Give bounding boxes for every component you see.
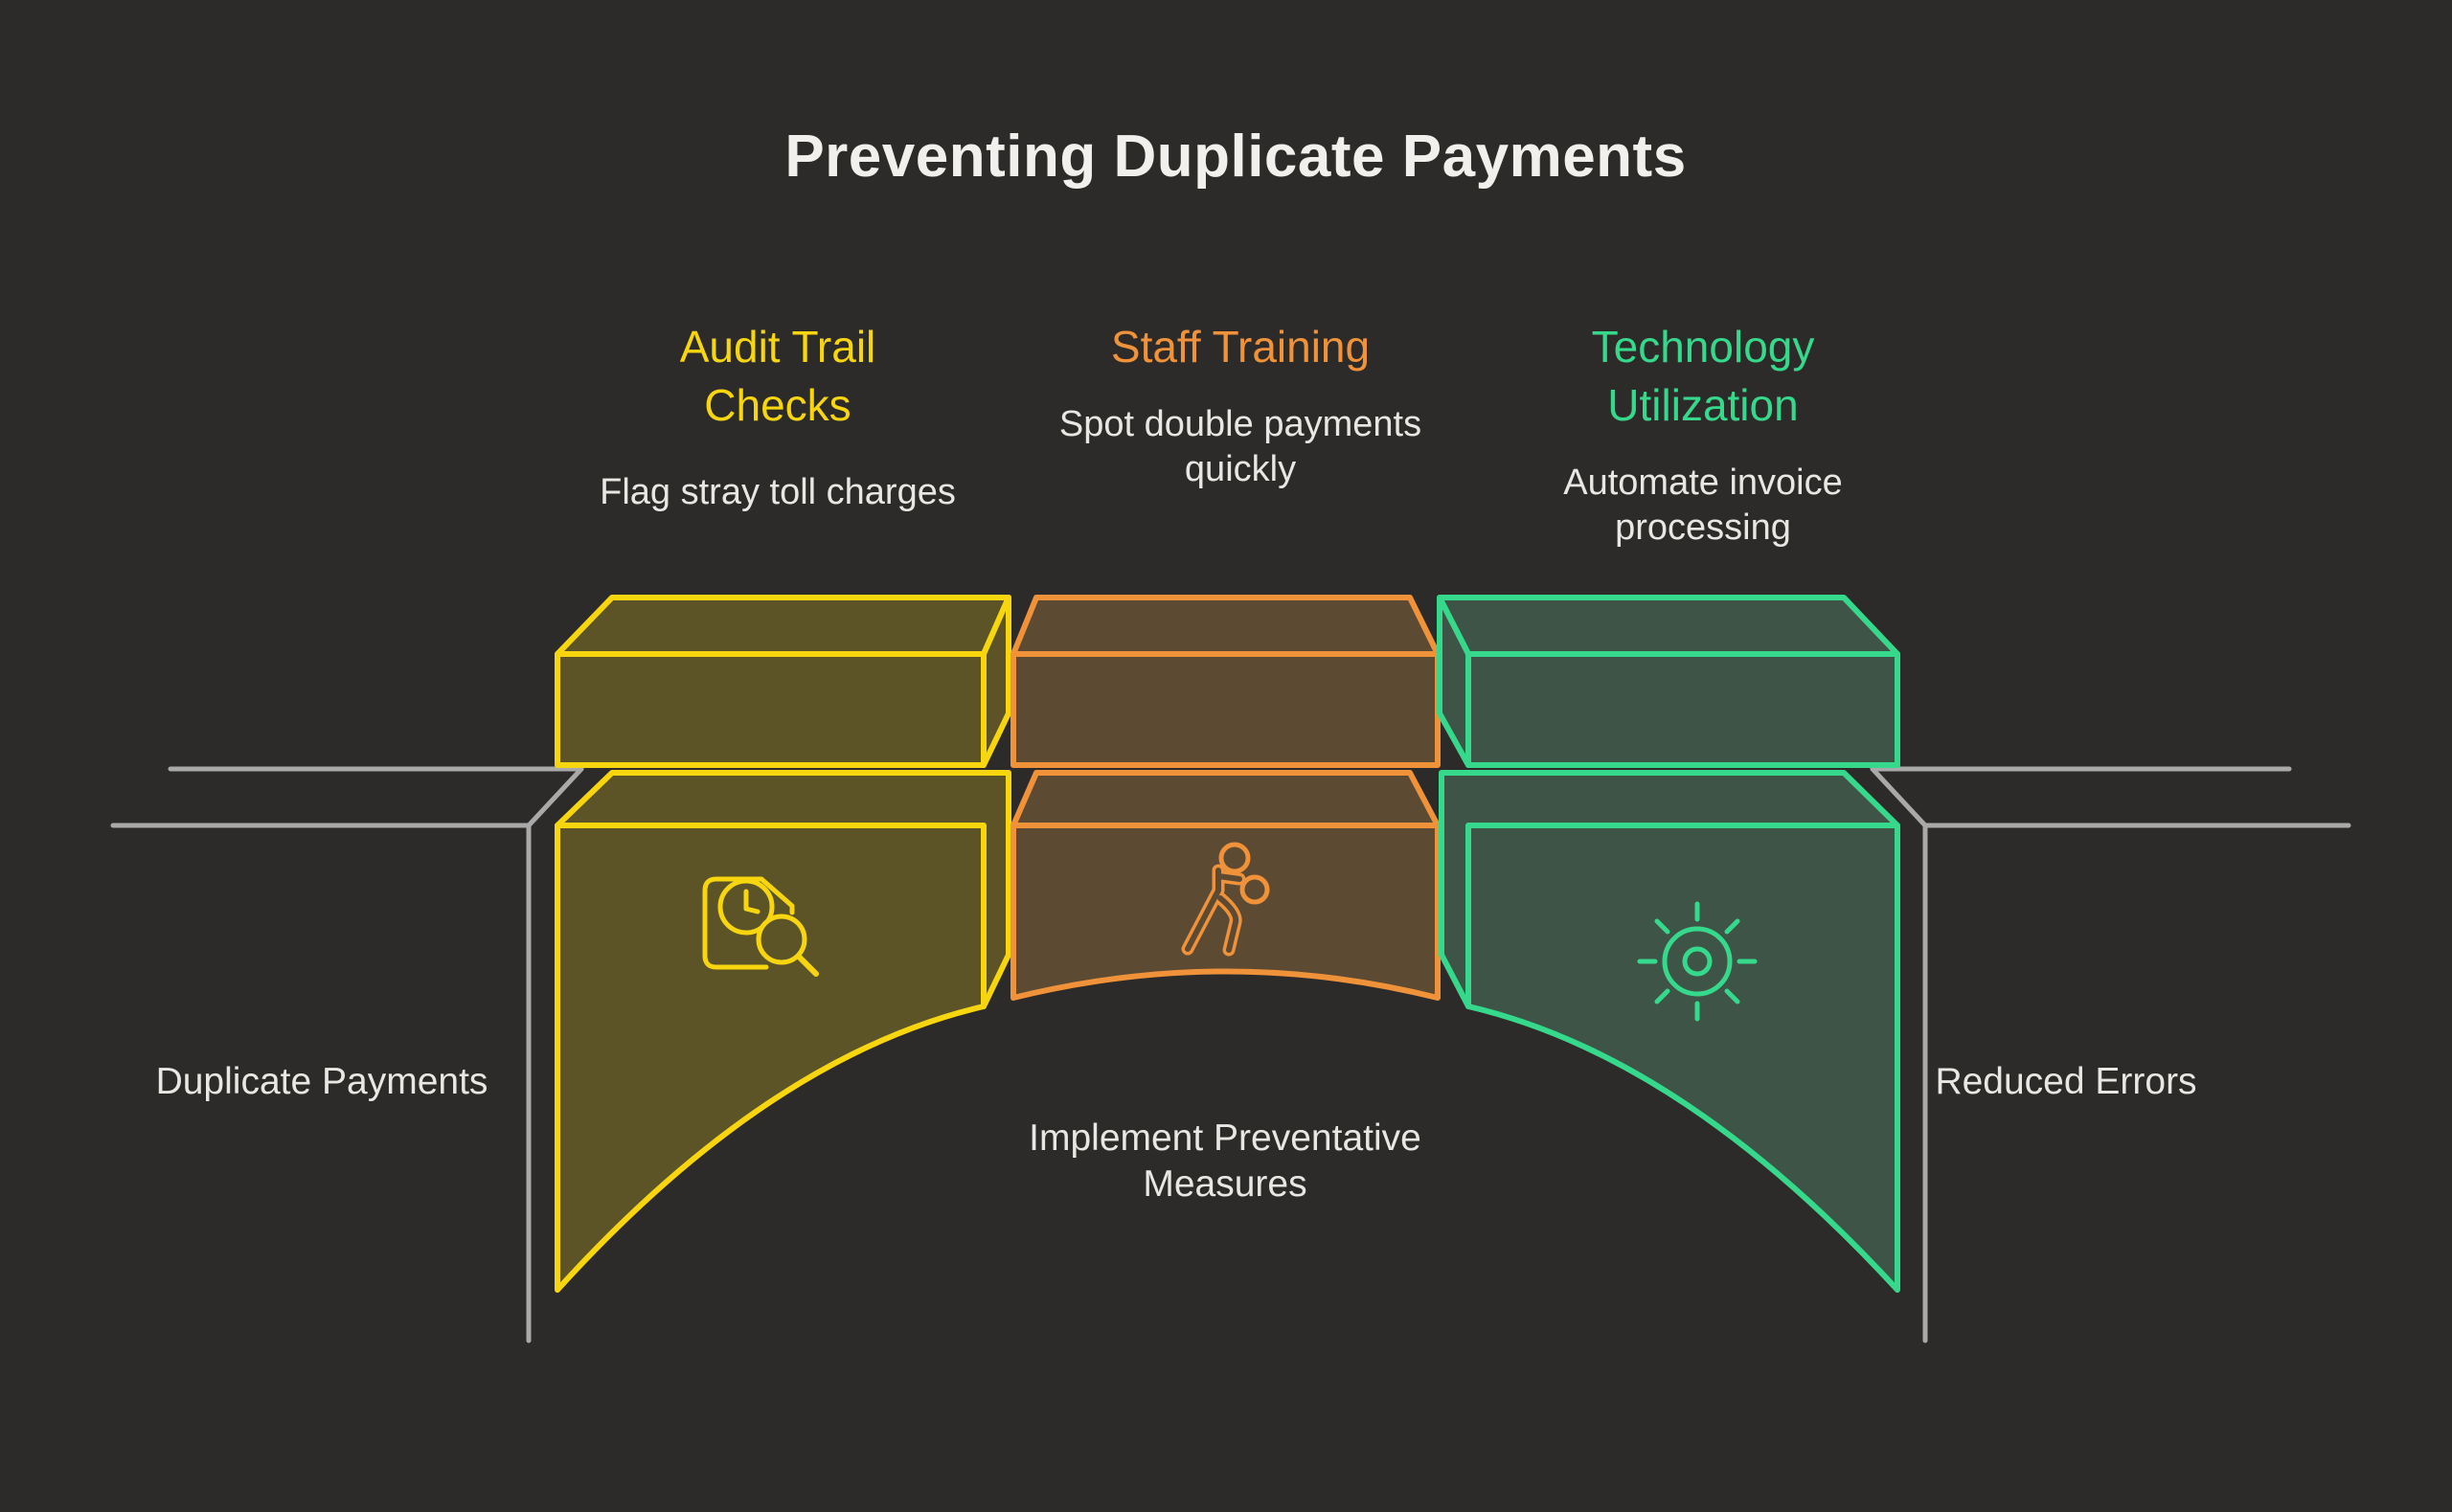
figure-head (1218, 842, 1251, 874)
audit-upper-top-face (555, 595, 1011, 657)
audit-upper-box (555, 595, 1011, 768)
road-corner-right (1870, 766, 1928, 828)
audit-lower-box (555, 770, 1011, 1293)
staff-block (1010, 595, 1441, 1001)
figure-limbs-hollow (1185, 868, 1242, 953)
road-lines (110, 766, 2351, 1343)
tech-upper-top-face (1437, 595, 1900, 657)
reduced-errors-label: Reduced Errors (1935, 1061, 2197, 1102)
implement-measures-label: Implement Preventative Measures (1029, 1117, 1421, 1205)
staff-upper-top-face (1010, 595, 1441, 657)
magnifier-handle (796, 954, 819, 977)
magnifier-lens (756, 914, 807, 965)
staff-lower-box (1010, 770, 1441, 1001)
tech-column-header: Technology Utilization (1591, 322, 1815, 430)
audit-upper-front-face (555, 651, 987, 768)
tech-column-subtext: Automate invoice processing (1563, 463, 1843, 548)
tech-lower-box (1439, 770, 1900, 1293)
clock-hands (743, 889, 761, 914)
tech-upper-box (1437, 595, 1900, 768)
audit-column-header: Audit Trail Checks (679, 322, 876, 430)
staff-upper-box (1010, 595, 1441, 768)
document-clock-magnifier-icon (702, 876, 819, 977)
tech-lower-front-edges (1465, 823, 1900, 1009)
audit-block (555, 595, 1011, 1293)
sun-center-ring (1682, 946, 1713, 977)
figure-arm-inner (1215, 873, 1242, 882)
staff-column-subtext: Spot double payments quickly (1058, 404, 1422, 489)
sun-gear-icon (1637, 901, 1758, 1022)
duplicate-payments-label: Duplicate Payments (155, 1061, 488, 1102)
tech-block (1437, 595, 1900, 1293)
audit-column-subtext: Flag stray toll charges (600, 472, 956, 512)
road-corner-left (526, 766, 584, 828)
document-outline (702, 876, 795, 970)
sun-outer-ring (1662, 926, 1733, 997)
audit-lower-front-edges (555, 823, 987, 1009)
clock-circle (717, 878, 775, 936)
staff-column-header: Staff Training (1110, 322, 1371, 372)
tech-upper-front-face (1465, 651, 1900, 768)
staff-upper-front-face (1010, 651, 1441, 768)
sun-rays (1637, 901, 1758, 1022)
figure-front-leg-inner (1217, 895, 1239, 953)
figure-glove (1239, 874, 1270, 905)
training-figure-icon (1181, 842, 1270, 957)
page-title: Preventing Duplicate Payments (784, 124, 1687, 190)
